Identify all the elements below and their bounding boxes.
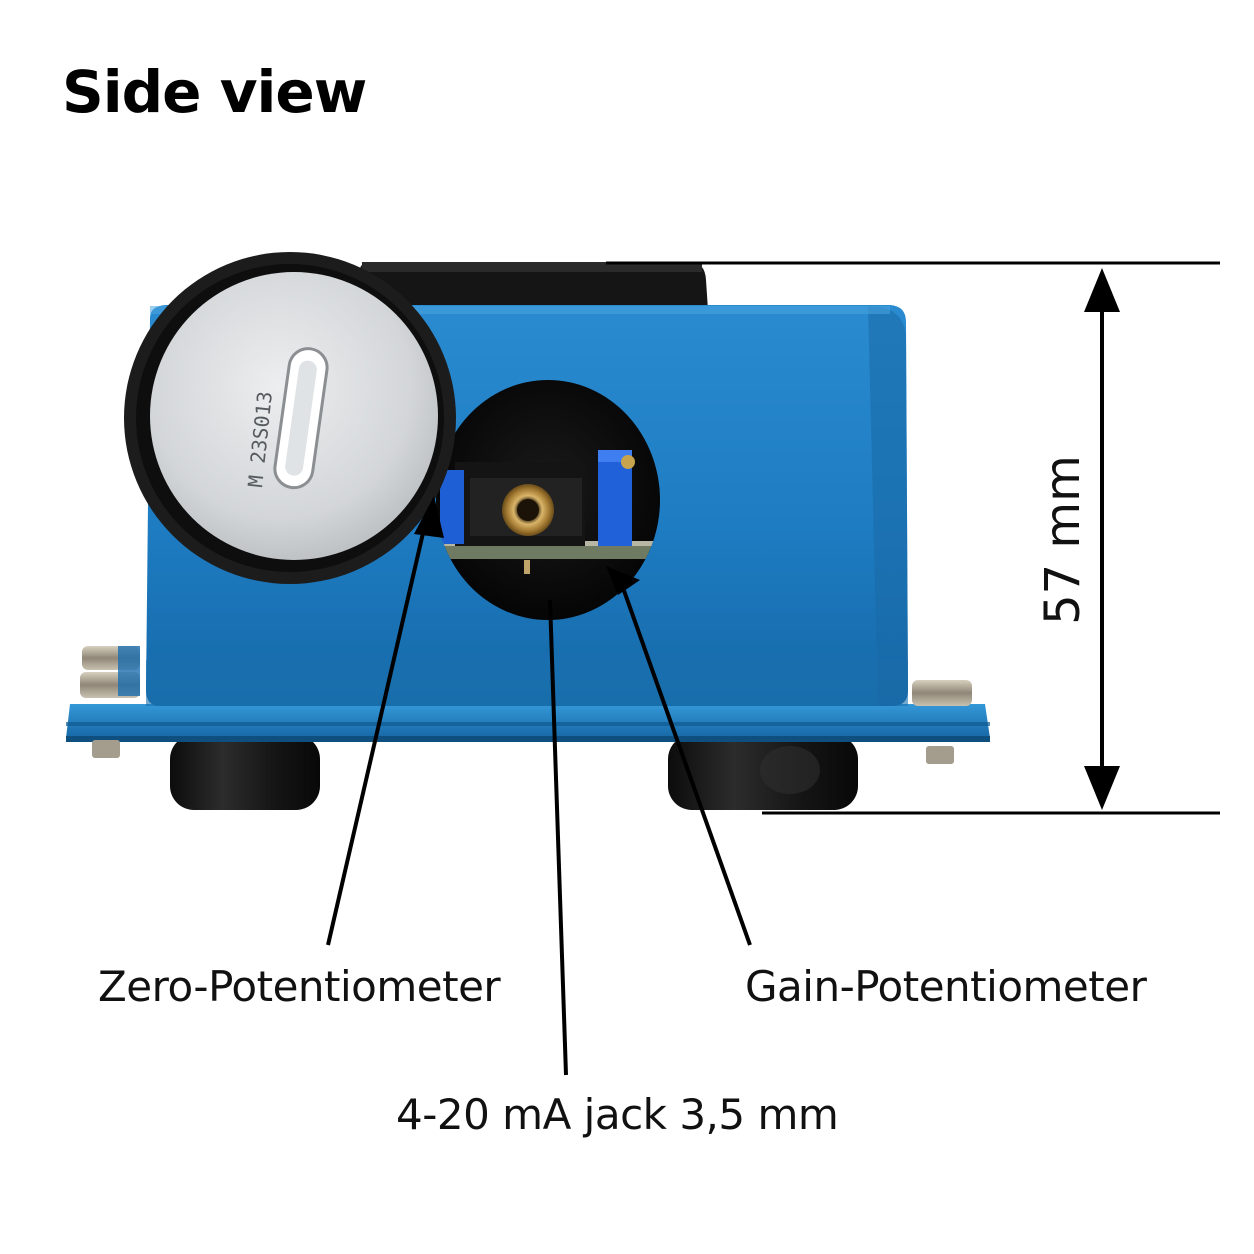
leader-gain bbox=[620, 584, 752, 946]
bolt-right bbox=[912, 680, 972, 706]
dimension-label: 57 mm bbox=[1035, 455, 1091, 625]
arrow-zero bbox=[414, 496, 444, 538]
dimension-arrow-down bbox=[1084, 766, 1120, 810]
leader-zero bbox=[326, 519, 428, 946]
page-title: Side view bbox=[62, 58, 367, 126]
top-tube bbox=[358, 262, 708, 310]
leader-jack bbox=[548, 599, 568, 1076]
jack-label: 4-20 mA jack 3,5 mm bbox=[396, 1090, 839, 1139]
bolts bbox=[80, 646, 972, 764]
rubber-feet bbox=[170, 735, 858, 810]
dimension-marker bbox=[606, 261, 1220, 815]
dimension-arrow-up bbox=[1084, 268, 1120, 312]
base-plate bbox=[66, 704, 990, 742]
screw-right-bottom bbox=[926, 746, 954, 764]
zero-potentiometer-label: Zero-Potentiometer bbox=[98, 962, 501, 1011]
gain-potentiometer-label: Gain-Potentiometer bbox=[745, 962, 1147, 1011]
arrow-gain bbox=[606, 566, 640, 595]
screw-left-bottom bbox=[92, 740, 120, 758]
screw-cap bbox=[124, 252, 456, 584]
callout-lines bbox=[326, 519, 752, 1076]
side-opening bbox=[436, 380, 660, 620]
rubber-foot-left bbox=[170, 735, 320, 810]
zero-potentiometer bbox=[440, 470, 464, 544]
